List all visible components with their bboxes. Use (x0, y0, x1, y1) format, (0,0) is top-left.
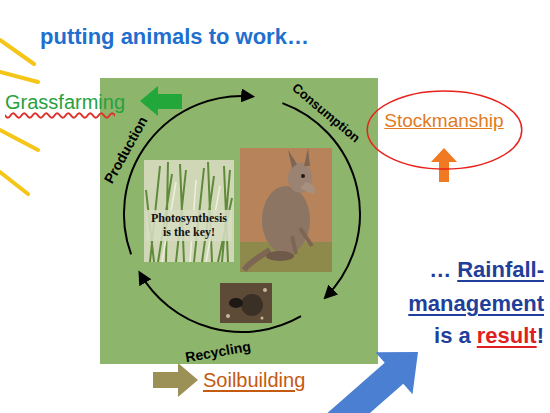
emphasis-text: result (477, 323, 537, 348)
sun-rays (0, 40, 38, 194)
sun-ray (0, 130, 38, 150)
concept-label: Grassfarming (5, 90, 125, 114)
sun-ray (0, 72, 38, 82)
block-arrow (431, 148, 457, 182)
cycle-panel (100, 78, 378, 364)
concept-label: Soilbuilding (203, 368, 305, 392)
photo-caption: Photosynthesis is the key! (146, 210, 232, 241)
slide-title: putting animals to work… (40, 24, 309, 50)
cycle-arrow (140, 273, 301, 332)
callout-ellipse: Stockmanship (365, 90, 524, 170)
text-row: is aresult! (392, 320, 544, 354)
grass-photo (144, 160, 234, 262)
text-row: …Rainfall-management (392, 254, 544, 322)
kangaroo-photo (240, 148, 332, 272)
sun-ray (0, 40, 34, 64)
photo-caption-box: Photosynthesis is the key! (144, 160, 234, 262)
cycle-arrows (124, 96, 360, 332)
emphasis-text: ! (537, 323, 544, 348)
block-arrow (140, 86, 182, 116)
emphasis-text: is a (434, 323, 471, 348)
sun-ray (0, 172, 28, 194)
node-label: Stockmanship (384, 110, 503, 132)
emphasis-text: … (429, 257, 451, 282)
block-arrow (326, 352, 418, 413)
block-arrow (153, 363, 198, 397)
ellipse-outline (367, 91, 522, 169)
dung-beetle-photo (220, 283, 272, 323)
emphasis-text: Rainfall-management (408, 257, 544, 316)
